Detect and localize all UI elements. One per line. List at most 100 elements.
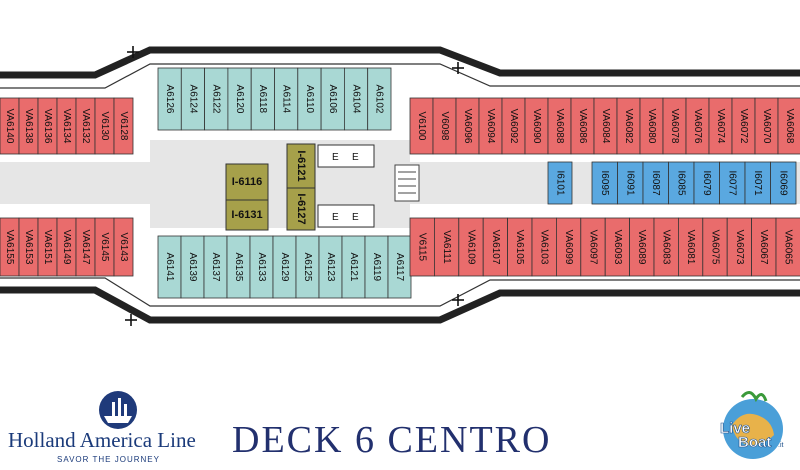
svg-text:E: E: [352, 212, 359, 223]
cabin-label: A6104: [350, 85, 361, 114]
svg-text:E: E: [332, 152, 339, 163]
cabin-label: I6077: [727, 170, 738, 195]
cabin-i-6131[interactable]: [225, 199, 269, 231]
cabin-label: V6115: [417, 233, 428, 262]
cabin-label: A6125: [302, 253, 313, 282]
svg-text:Live: Live: [720, 420, 750, 437]
cabin-label: A6118: [257, 85, 268, 114]
stairs-icon: [394, 164, 420, 202]
cabin-label: VA6093: [612, 230, 623, 265]
cabin-label: I-6116: [232, 176, 263, 188]
cabin-label: A6119: [371, 253, 382, 282]
cabin-va6075[interactable]: [702, 217, 728, 277]
cabin-label: A6110: [304, 85, 315, 114]
hull-outline-bottom: [0, 286, 800, 324]
cabin-i6095[interactable]: [591, 161, 618, 205]
cabin-label: A6121: [348, 253, 359, 282]
cabin-v6115[interactable]: [409, 217, 435, 277]
cabin-label: I-6131: [231, 209, 262, 221]
cabin-label: VA6076: [692, 109, 703, 144]
cabin-label: A6114: [281, 85, 292, 114]
cabin-label: I6069: [778, 170, 789, 195]
cabin-label: VA6094: [485, 109, 496, 144]
cabin-label: A6106: [327, 85, 338, 114]
cabin-i6085[interactable]: [668, 161, 695, 205]
cabin-label: A6120: [234, 85, 245, 114]
cabin-va6073[interactable]: [726, 217, 753, 277]
cabin-label: A6122: [211, 85, 222, 114]
cabin-label: V6145: [99, 233, 110, 262]
cabin-label: VA6065: [783, 230, 794, 265]
cabin-i6069[interactable]: [770, 161, 797, 205]
cabin-i-6116[interactable]: [225, 163, 269, 201]
holland-america-logo: [99, 391, 137, 429]
cabin-va6107[interactable]: [482, 217, 509, 277]
cabin-label: VA6109: [465, 230, 476, 265]
liveboat-watermark-logo: Live Boat .it: [720, 391, 784, 459]
cabin-va6065[interactable]: [775, 217, 800, 277]
cabin-label: A6137: [210, 253, 221, 282]
cabin-label: V6130: [99, 112, 110, 141]
cabin-label: VA6086: [577, 109, 588, 144]
cabin-label: VA6103: [539, 230, 550, 265]
cabin-label: VA6075: [709, 230, 720, 265]
cabin-va6067[interactable]: [751, 217, 777, 277]
cabin-label: I6095: [599, 170, 610, 195]
svg-text:E: E: [332, 212, 339, 223]
compass-markers: [125, 46, 464, 326]
cabin-label: VA6140: [4, 109, 15, 144]
cabin-label: I6091: [625, 170, 636, 195]
cabin-i6071[interactable]: [744, 161, 771, 205]
cabin-label: VA6068: [784, 109, 795, 144]
cabin-i6091[interactable]: [617, 161, 644, 205]
svg-text:E: E: [352, 152, 359, 163]
cabin-v6143[interactable]: [113, 217, 134, 277]
svg-text:Boat: Boat: [738, 434, 771, 451]
cabin-label: V6100: [416, 112, 427, 141]
cabin-va6111[interactable]: [433, 217, 460, 277]
cabin-i6101[interactable]: [547, 161, 573, 205]
cabin-label: I6101: [554, 170, 565, 195]
cabin-va6068[interactable]: [777, 97, 800, 155]
cabin-label: A6126: [164, 85, 175, 114]
cabin-label: VA6099: [563, 230, 574, 265]
cabin-i6087[interactable]: [642, 161, 669, 205]
cabin-label: V6128: [118, 112, 129, 141]
cabin-v6128[interactable]: [113, 97, 134, 155]
cabin-label: VA6082: [623, 109, 634, 144]
cabin-va6099[interactable]: [556, 217, 582, 277]
cabin-a6102[interactable]: [367, 67, 392, 131]
cabin-va6103[interactable]: [531, 217, 557, 277]
cabin-label: A6102: [374, 85, 385, 114]
svg-text:.it: .it: [778, 442, 784, 449]
cabin-label: I6085: [676, 170, 687, 195]
cabin-label: I6071: [752, 170, 763, 195]
cabin-label: VA6111: [441, 230, 452, 264]
cabin-label: VA6105: [514, 230, 525, 265]
cabin-label: VA6096: [462, 109, 473, 144]
cabin-label: VA6151: [42, 230, 53, 265]
cabin-label: VA6084: [600, 109, 611, 144]
cabin-va6093[interactable]: [604, 217, 631, 277]
cabin-label: A6133: [256, 253, 267, 282]
cabin-label: I-6127: [295, 193, 307, 224]
cabin-label: VA6074: [715, 109, 726, 144]
cabin-label: A6124: [187, 85, 198, 114]
cabin-label: A6135: [233, 253, 244, 282]
cabin-label: VA6081: [685, 230, 696, 265]
cabin-label: VA6092: [508, 109, 519, 144]
cabin-label: I6079: [701, 170, 712, 195]
cabin-i6077[interactable]: [719, 161, 746, 205]
deck-title: DECK 6 CENTRO: [232, 419, 552, 461]
cabin-i-6121[interactable]: [286, 143, 316, 189]
cabin-label: A6123: [325, 253, 336, 282]
cabin-label: VA6155: [4, 230, 15, 265]
cabin-va6105[interactable]: [507, 217, 533, 277]
cabin-label: VA6153: [23, 230, 34, 265]
cabin-va6083[interactable]: [653, 217, 679, 277]
cabin-label: V6143: [118, 233, 129, 262]
cabin-label: V6098: [439, 112, 450, 141]
cabin-label: A6139: [187, 253, 198, 282]
brand-tagline: SAVOR THE JOURNEY: [57, 455, 160, 464]
